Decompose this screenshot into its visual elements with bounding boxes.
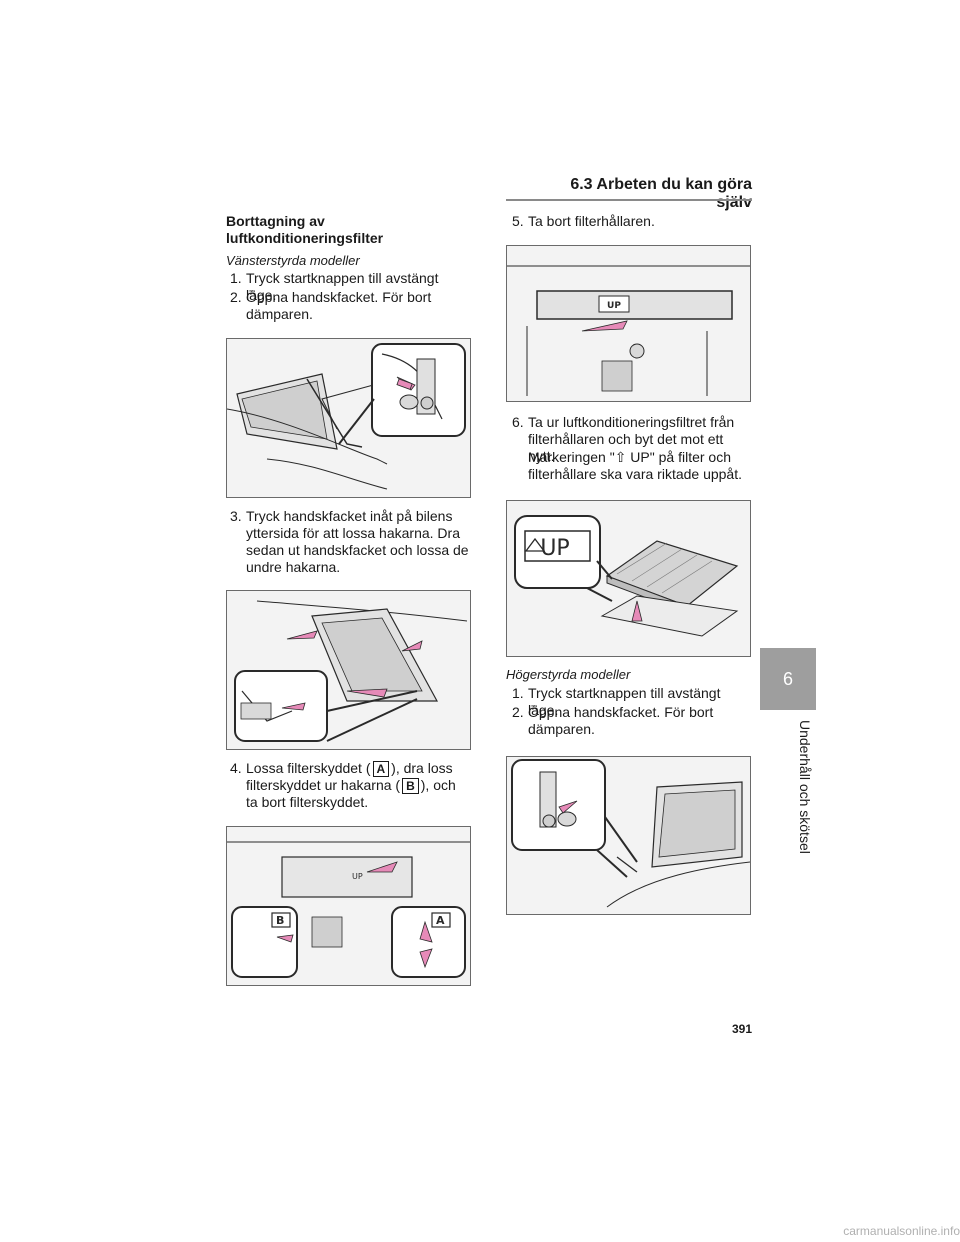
- up-arrow-icon-large: [524, 537, 546, 552]
- glovebox-damper-rhd-illustration: [507, 757, 750, 914]
- filter-cover-illustration: UP B A: [227, 827, 470, 985]
- step-right-rhd-2: 2. Öppna handskfacket. För bort dämparen…: [512, 704, 714, 737]
- figure-filter-cover: UP B A: [226, 826, 471, 986]
- chapter-tab: 6: [760, 648, 816, 710]
- filter-holder-illustration: UP: [507, 246, 750, 401]
- page-number: 391: [731, 1022, 752, 1036]
- callout-a-figure-label: A: [436, 914, 445, 927]
- callout-a-badge: A: [372, 761, 390, 777]
- step-right-6: 6. Ta ur luftkonditioneringsfiltret från…: [512, 414, 735, 464]
- watermark: carmanualsonline.info: [843, 1224, 960, 1238]
- figure-damper-rhd: [506, 756, 751, 915]
- chapter-tab-number: 6: [782, 668, 793, 689]
- header-divider: [506, 199, 752, 201]
- glovebox-removal-illustration: [227, 591, 470, 749]
- step-left-4: 4. Lossa filterskyddet (A), dra loss fil…: [230, 760, 456, 810]
- step-left-1: 1. Tryck startknappen till avstängt läge…: [230, 270, 439, 303]
- step-left-2: 2. Öppna handskfacket. För bort dämparen…: [230, 289, 432, 322]
- step-right-rhd-1: 1. Tryck startknappen till avstängt läge…: [512, 685, 721, 718]
- up-marking-note: Markeringen "⇧ UP" på filter och filterh…: [528, 449, 742, 482]
- figure-filter-replace: UP: [506, 500, 751, 657]
- holder-up-label: UP: [607, 301, 621, 311]
- figure-damper-lhd: [226, 338, 471, 498]
- step-right-5: 5. Ta bort filterhållaren.: [512, 213, 655, 229]
- figure-glovebox-removal: [226, 590, 471, 750]
- step-left-3: 3. Tryck handskfacket inåt på bilens ytt…: [230, 508, 469, 575]
- callout-b-figure-label: B: [276, 914, 284, 927]
- filter-cover-up-label: UP: [352, 872, 363, 881]
- glovebox-damper-illustration: [227, 339, 470, 497]
- up-arrow-icon: ⇧: [614, 449, 627, 465]
- filter-replace-illustration: UP: [507, 501, 750, 656]
- callout-b-badge: B: [402, 778, 419, 794]
- section-header-title: 6.3 Arbeten du kan göra själv: [570, 176, 752, 211]
- section-title: Borttagning av luftkonditioneringsfilter: [226, 213, 384, 246]
- subhead-lhd: Vänsterstyrda modeller: [226, 253, 360, 268]
- chapter-tab-label: Underhåll och skötsel: [797, 720, 813, 854]
- filter-up-large-label: UP: [540, 536, 569, 561]
- figure-filter-holder: UP: [506, 245, 751, 402]
- subhead-rhd: Högerstyrda modeller: [506, 667, 631, 682]
